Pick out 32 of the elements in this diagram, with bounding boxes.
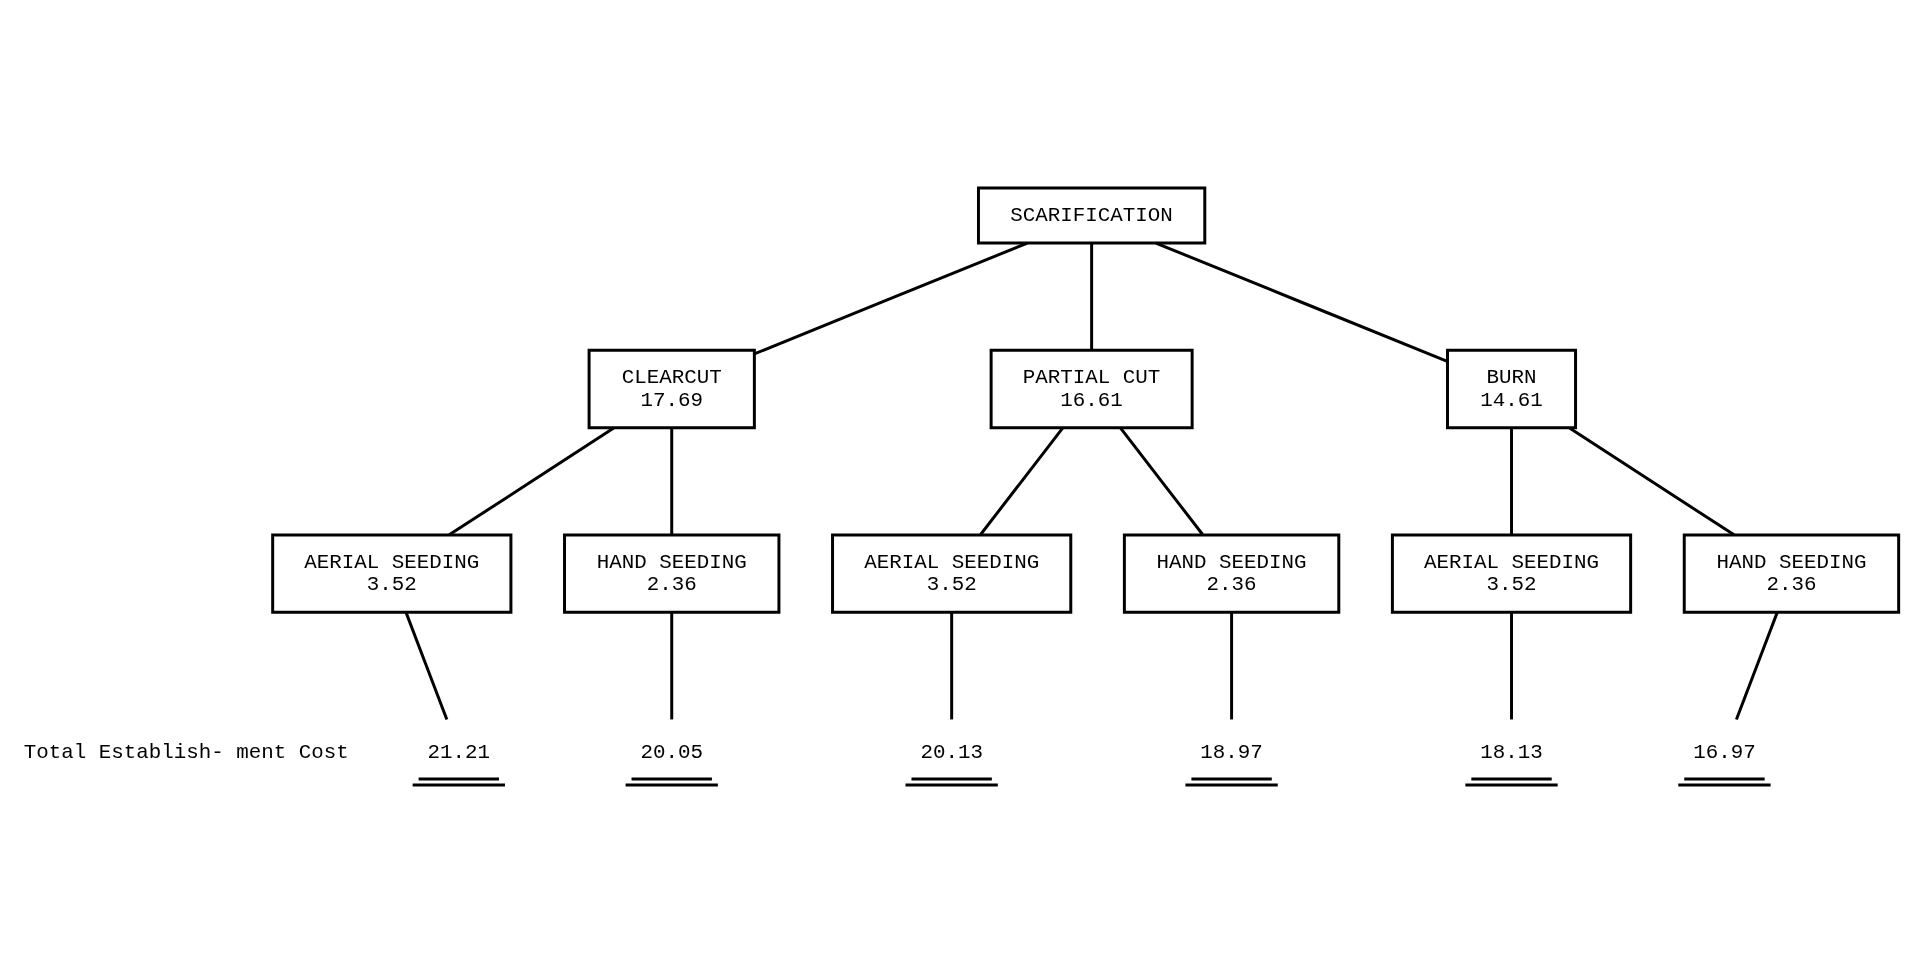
connector <box>979 426 1064 535</box>
node-text: 18.13 <box>1480 740 1543 764</box>
node-box: HAND SEEDING 2.36 <box>563 532 781 614</box>
connector <box>1119 426 1204 535</box>
label: Total Establish- ment Cost <box>23 740 349 764</box>
node-text: 21.21 <box>427 740 491 764</box>
node-box: HAND SEEDING 2.36 <box>1682 532 1901 614</box>
connector <box>1090 243 1094 350</box>
connector <box>1735 611 1779 720</box>
node-box: PARTIAL CUT 16.61 <box>989 348 1194 429</box>
node-box: BURN 14.61 <box>1446 348 1578 429</box>
connector <box>753 241 1028 355</box>
node-box: SCARIFICATION <box>976 185 1207 245</box>
connector <box>1510 611 1513 719</box>
connector <box>1568 426 1735 536</box>
node-box: AERIAL SEEDING 3.52 <box>271 532 513 614</box>
connector <box>1510 427 1513 534</box>
connector <box>670 611 674 719</box>
node-text: 18.97 <box>1200 740 1263 764</box>
node-box: AERIAL SEEDING 3.52 <box>831 532 1073 614</box>
node-box: CLEARCUT 17.69 <box>587 348 756 429</box>
node-text: 20.13 <box>920 740 983 764</box>
connector <box>404 611 449 720</box>
connector <box>1230 611 1234 719</box>
node-text: 20.05 <box>640 740 703 764</box>
connector <box>448 426 615 536</box>
connector <box>1155 241 1448 363</box>
node-box: HAND SEEDING 2.36 <box>1122 532 1341 614</box>
connector <box>670 427 674 534</box>
node-text: 16.97 <box>1693 740 1756 764</box>
connector <box>950 611 954 719</box>
node-box: AERIAL SEEDING 3.52 <box>1390 532 1633 614</box>
